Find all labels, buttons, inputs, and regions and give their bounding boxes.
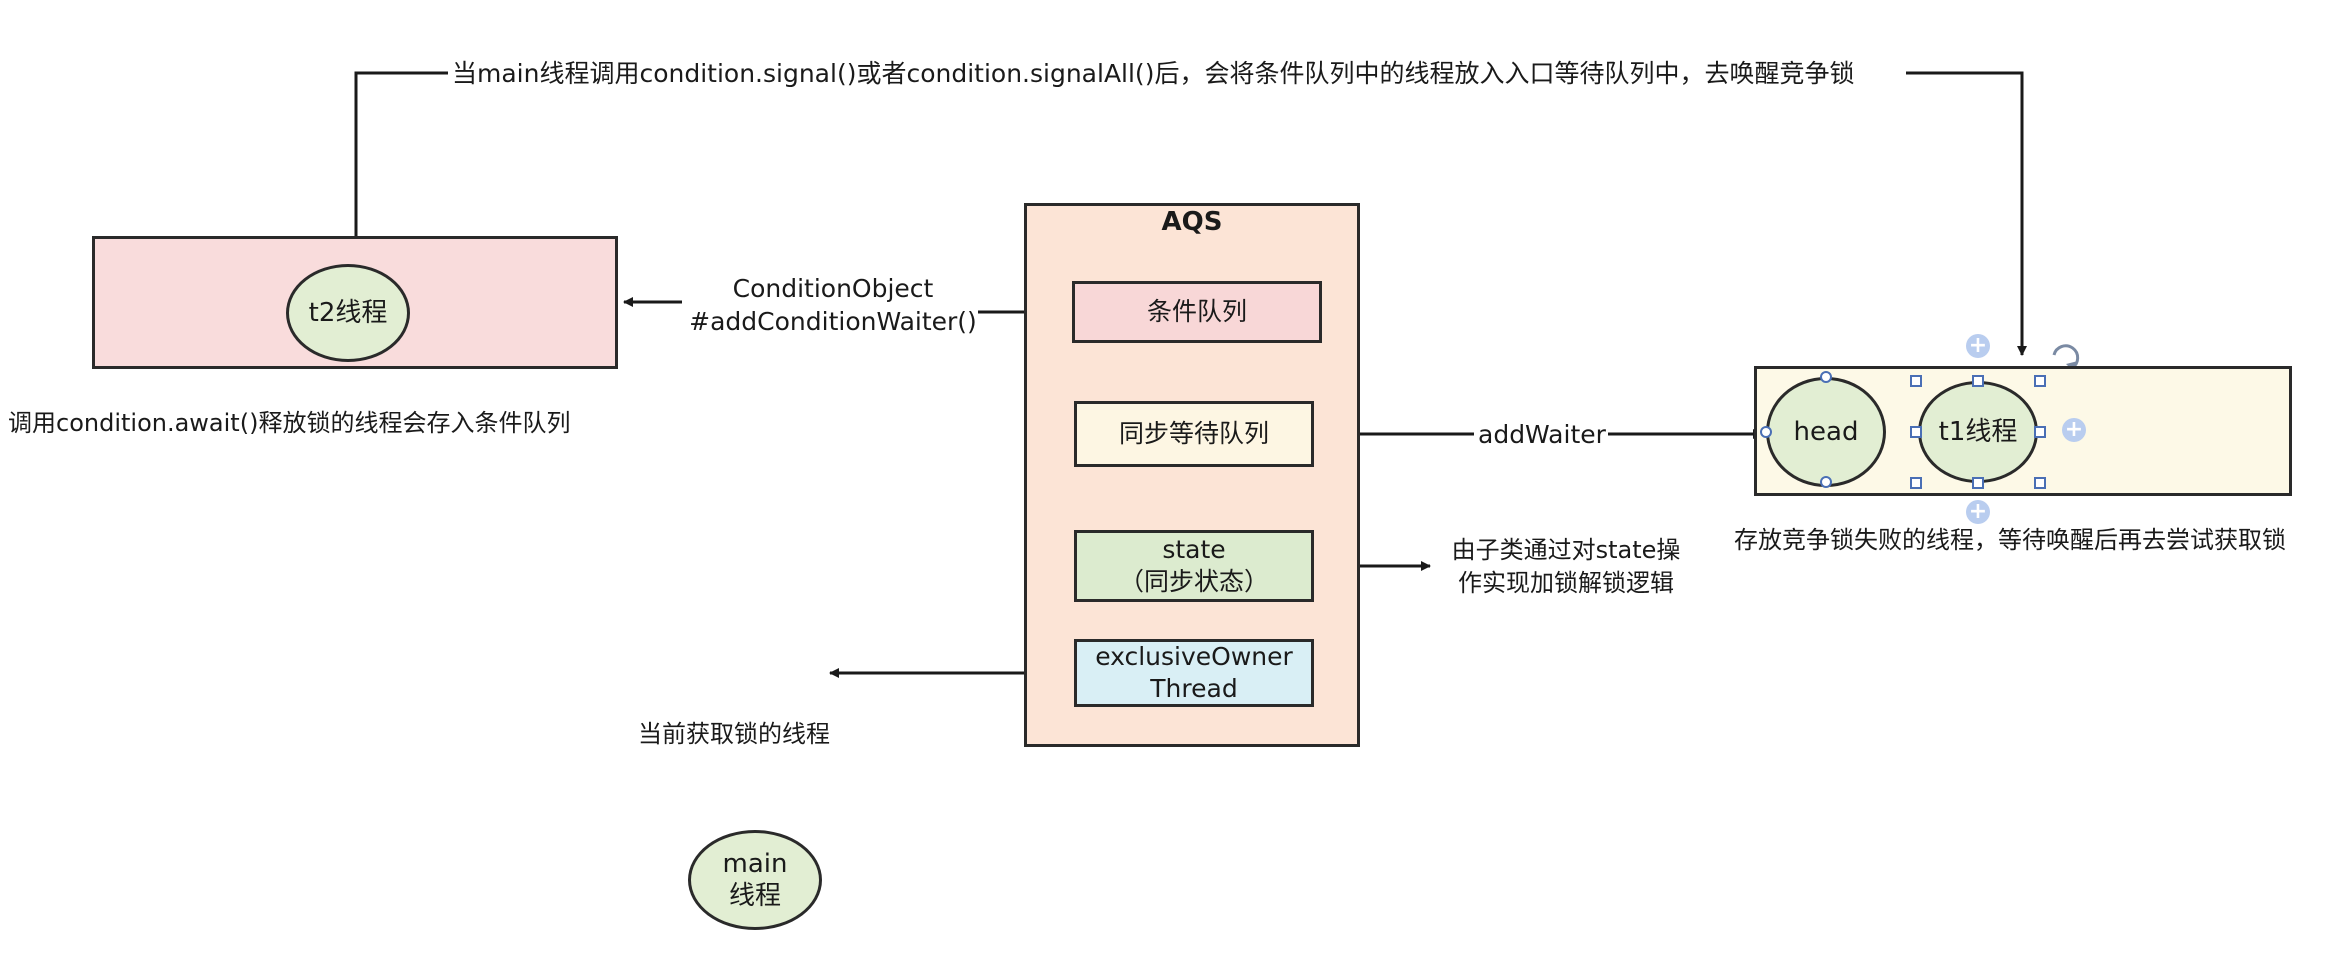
add-waiter-label: addWaiter [1478,420,1606,449]
head-connect-bottom[interactable] [1820,476,1832,488]
owner-thread-field-line1: exclusiveOwner [1095,642,1293,671]
t2-thread-label: t2线程 [308,298,388,328]
t2-thread-node: t2线程 [286,264,410,362]
head-node-label: head [1793,417,1859,447]
aqs-title: AQS [1161,207,1223,237]
resize-handle-se[interactable] [2034,477,2046,489]
condition-queue-field: 条件队列 [1072,281,1322,343]
resize-handle-ne[interactable] [2034,375,2046,387]
add-condition-waiter-line1: ConditionObject [732,274,934,303]
state-field-line2: （同步状态） [1118,567,1269,596]
state-note-line2: 作实现加锁解锁逻辑 [1458,569,1674,597]
head-node[interactable]: head [1766,377,1886,487]
owner-note: 当前获取锁的线程 [638,720,830,748]
t1-thread-node[interactable]: t1线程 [1918,381,2038,483]
t1-thread-label: t1线程 [1938,417,2018,447]
sync-queue-field-label: 同步等待队列 [1118,419,1269,448]
state-note-line1: 由子类通过对state操 [1451,536,1681,564]
resize-handle-e[interactable] [2034,426,2046,438]
main-thread-line1: main [722,849,788,879]
top-note: 当main线程调用condition.signal()或者condition.s… [452,59,1855,88]
signal-connector [354,71,448,237]
main-thread-line2: 线程 [728,881,781,911]
owner-thread-field: exclusiveOwner Thread [1074,639,1314,707]
resize-handle-n[interactable] [1972,375,1984,387]
main-thread-node: main 线程 [688,830,822,930]
add-above-button[interactable]: + [1966,334,1990,358]
add-condition-waiter-label: ConditionObject #addConditionWaiter() [678,272,988,338]
head-connect-top[interactable] [1820,371,1832,383]
add-right-button[interactable]: + [2062,418,2086,442]
head-connect-left[interactable] [1760,426,1772,438]
add-below-button[interactable]: + [1966,500,1990,524]
state-field-line1: state [1162,535,1226,564]
resize-handle-nw[interactable] [1910,375,1922,387]
resize-handle-s[interactable] [1972,477,1984,489]
sync-queue-caption: 存放竞争锁失败的线程，等待唤醒后再去尝试获取锁 [1734,526,2286,554]
resize-handle-sw[interactable] [1910,477,1922,489]
sync-queue-field: 同步等待队列 [1074,401,1314,467]
add-condition-waiter-line2: #addConditionWaiter() [689,307,977,336]
condition-queue-field-label: 条件队列 [1146,297,1247,326]
owner-thread-field-line2: Thread [1150,674,1238,703]
signal-arrow [1906,71,2027,356]
state-note: 由子类通过对state操 作实现加锁解锁逻辑 [1436,534,1696,600]
condition-queue-caption: 调用condition.await()释放锁的线程会存入条件队列 [8,409,571,437]
resize-handle-w[interactable] [1910,426,1922,438]
state-field: state （同步状态） [1074,530,1314,602]
